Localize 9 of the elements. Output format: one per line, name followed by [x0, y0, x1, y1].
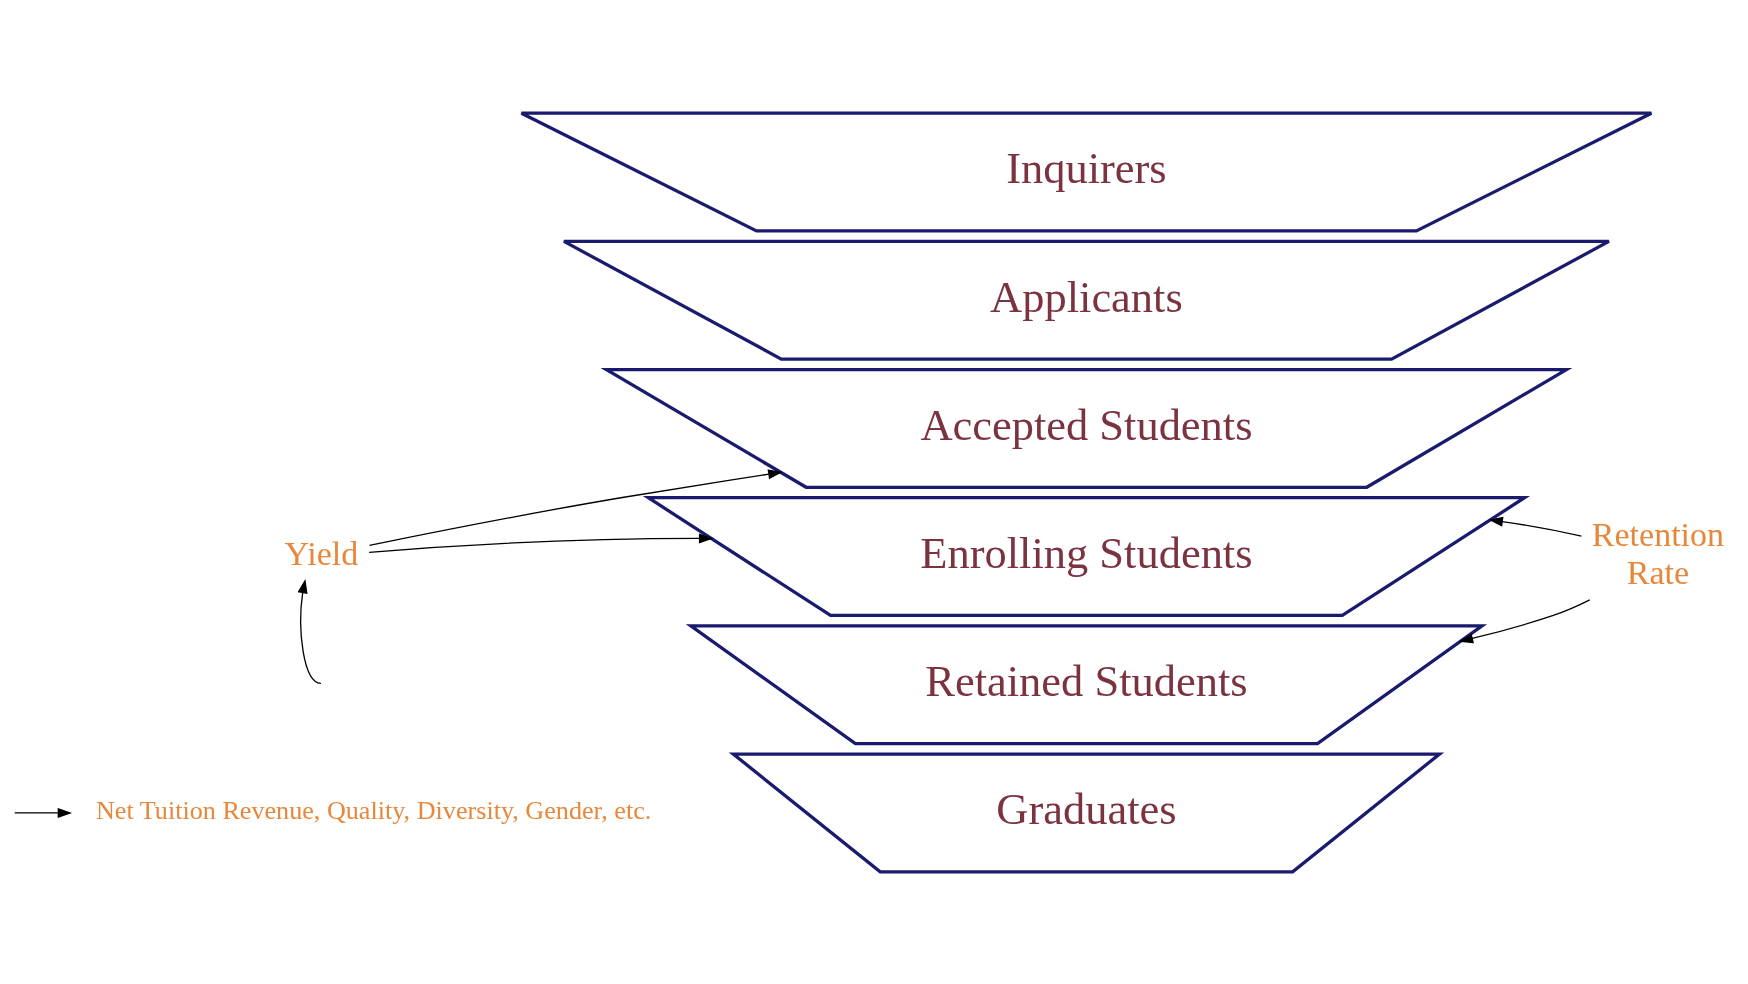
arrow — [1488, 516, 1583, 537]
arrow — [14, 807, 73, 818]
node-text: Net Tuition Revenue, Quality, Diversity, Gender, etc. — [96, 795, 652, 825]
arrow — [1458, 598, 1591, 643]
arrow — [297, 578, 322, 684]
arrow — [368, 468, 783, 546]
node-text: Yield — [284, 534, 359, 572]
node-text: Retention Rate — [1591, 515, 1725, 591]
arrow — [368, 532, 714, 553]
